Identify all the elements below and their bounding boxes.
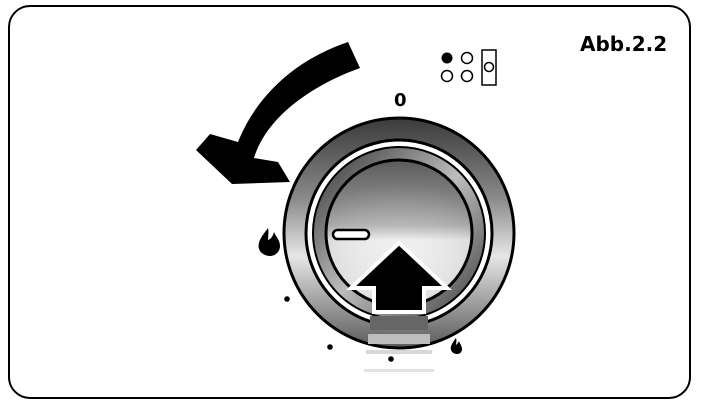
burner-position-icon [440, 49, 497, 86]
position-dot [327, 344, 333, 350]
flame-small-icon [450, 338, 462, 354]
push-arrow-icon [345, 240, 453, 372]
gas-knob[interactable] [282, 116, 516, 350]
position-dot [284, 296, 290, 302]
figure-label: Abb.2.2 [580, 32, 668, 56]
position-dot [388, 356, 394, 362]
counterclockwise-arrow-icon [196, 42, 360, 184]
zero-position-label: 0 [394, 90, 407, 111]
knob-indicator-mark [331, 228, 371, 241]
flame-large-icon [258, 228, 280, 256]
